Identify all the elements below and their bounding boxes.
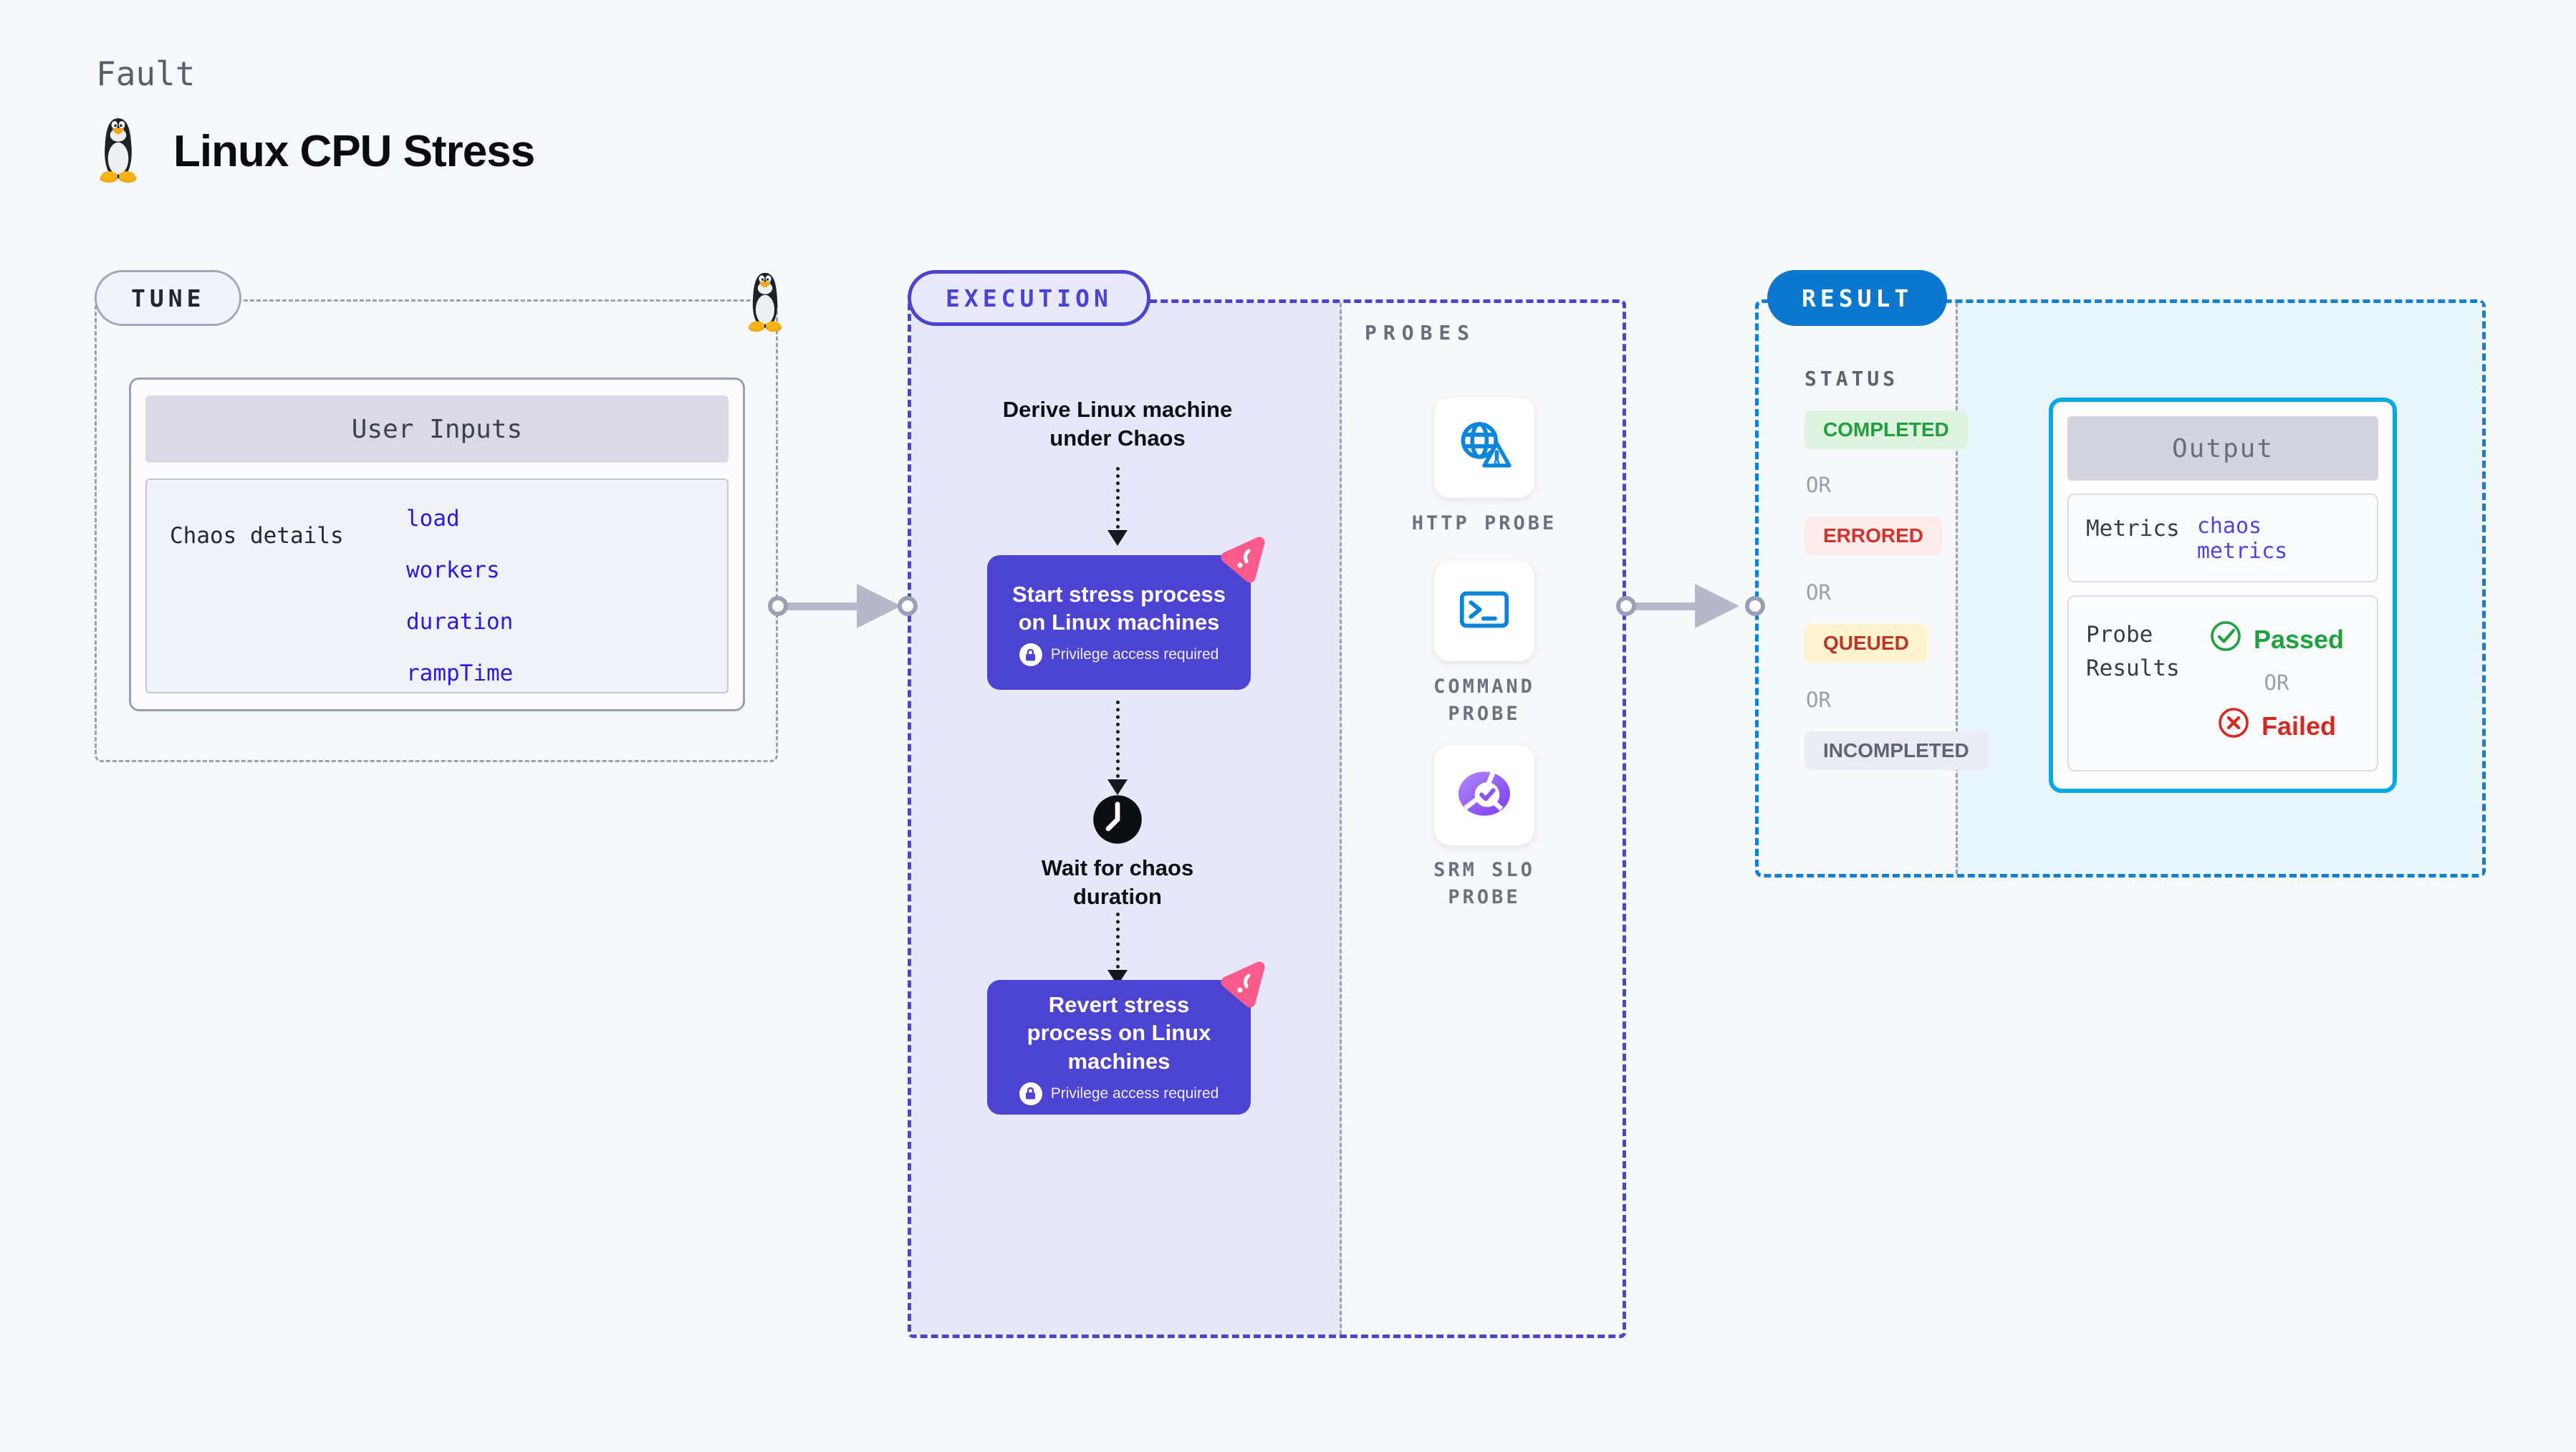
or-separator: OR xyxy=(1806,688,1831,712)
start-stress-node[interactable]: Start stress process on Linux machines P… xyxy=(987,555,1251,690)
privilege-badge: Privilege access required xyxy=(1019,1082,1219,1105)
privilege-badge-text: Privilege access required xyxy=(1050,1085,1219,1102)
slo-pie-check-icon xyxy=(1453,765,1516,826)
connector-circle xyxy=(1616,596,1636,616)
tune-to-execution-arrow xyxy=(781,602,864,610)
probes-section-label: PROBES xyxy=(1365,321,1476,345)
derive-machine-text: Derive Linux machine under Chaos xyxy=(1002,397,1233,451)
failed-line: Failed xyxy=(2217,706,2336,746)
arrow-down-icon xyxy=(1107,779,1128,795)
status-badge: INCOMPLETED xyxy=(1804,731,1988,770)
passed-line: Passed xyxy=(2209,620,2344,659)
page-header: Linux CPU Stress xyxy=(96,116,535,187)
chaos-ribbon-icon xyxy=(1215,958,1272,1015)
probe-results-label: Probe Results xyxy=(2086,622,2180,681)
execution-section-label: EXECUTION xyxy=(908,270,1150,326)
arrow-down-icon xyxy=(1107,530,1128,546)
flow-connector xyxy=(1116,913,1120,968)
chaos-ribbon-icon xyxy=(1215,533,1272,590)
tune-section-label: TUNE xyxy=(95,270,242,326)
execution-section-border xyxy=(908,299,1626,1338)
input-workers: workers xyxy=(406,557,500,583)
srm-slo-probe-card[interactable] xyxy=(1434,745,1534,845)
arrow-right-icon xyxy=(1695,584,1739,628)
command-probe-card[interactable] xyxy=(1434,561,1534,661)
failed-text: Failed xyxy=(2261,711,2337,741)
revert-stress-node[interactable]: Revert stress process on Linux machines … xyxy=(987,980,1251,1115)
metrics-row: Metrics chaos metrics xyxy=(2067,494,2378,582)
output-title: Output xyxy=(2067,416,2378,481)
http-probe-card[interactable] xyxy=(1434,398,1534,498)
probe-results-values: Passed OR Failed xyxy=(2193,618,2360,746)
metrics-label: Metrics xyxy=(2086,516,2180,542)
command-probe-label: COMMAND PROBE xyxy=(1433,675,1535,725)
revert-stress-title: Revert stress process on Linux machines xyxy=(1027,992,1211,1074)
status-badge: COMPLETED xyxy=(1804,410,1968,449)
lock-icon xyxy=(1019,1082,1042,1105)
status-badge: QUEUED xyxy=(1804,624,1928,663)
arrow-right-icon xyxy=(857,584,901,628)
execution-to-result-arrow xyxy=(1629,602,1703,610)
srm-slo-probe-label: SRM SLO PROBE xyxy=(1433,859,1535,908)
user-inputs-title: User Inputs xyxy=(145,395,729,463)
tune-section-border xyxy=(95,299,778,762)
privilege-badge: Privilege access required xyxy=(1019,643,1219,667)
x-circle-icon xyxy=(2217,706,2250,746)
connector-circle xyxy=(768,596,788,616)
or-separator: OR xyxy=(1806,473,1831,497)
or-separator: OR xyxy=(2264,670,2289,695)
user-inputs-card: User Inputs Chaos details load workers d… xyxy=(129,378,745,711)
fault-kicker: Fault xyxy=(96,54,196,93)
lock-icon xyxy=(1019,643,1042,667)
connector-circle xyxy=(898,596,918,616)
input-duration: duration xyxy=(406,609,514,635)
check-circle-icon xyxy=(2209,620,2242,659)
result-section-label: RESULT xyxy=(1767,270,1948,326)
input-load: load xyxy=(406,506,460,532)
or-separator: OR xyxy=(1806,580,1831,605)
terminal-icon xyxy=(1456,581,1513,642)
connector-circle xyxy=(1745,596,1765,616)
wait-duration-text: Wait for chaos duration xyxy=(1041,855,1194,910)
start-stress-title: Start stress process on Linux machines xyxy=(1011,581,1226,635)
status-badge: ERRORED xyxy=(1804,516,1943,555)
probe-results-row: Probe Results Passed OR xyxy=(2067,595,2378,771)
metrics-value: chaos metrics xyxy=(2196,514,2288,564)
tux-icon xyxy=(96,116,140,187)
flow-connector xyxy=(1116,467,1120,529)
chaos-inputs-list: load workers duration rampTime xyxy=(406,506,514,686)
result-section-border xyxy=(1755,299,2486,878)
globe-alert-icon xyxy=(1453,415,1515,481)
http-probe-label: HTTP PROBE xyxy=(1411,512,1557,534)
tux-corner-icon xyxy=(745,271,785,336)
clock-icon xyxy=(1092,794,1143,845)
user-inputs-table: Chaos details load workers duration ramp… xyxy=(145,479,729,693)
status-heading: STATUS xyxy=(1804,367,1899,390)
passed-text: Passed xyxy=(2253,624,2345,654)
chaos-details-label: Chaos details xyxy=(170,523,344,549)
input-ramptime: rampTime xyxy=(406,660,514,686)
flow-connector xyxy=(1116,701,1120,778)
output-card: Output Metrics chaos metrics Probe Resul… xyxy=(2049,398,2397,793)
privilege-badge-text: Privilege access required xyxy=(1050,646,1219,663)
page-title: Linux CPU Stress xyxy=(173,127,535,176)
